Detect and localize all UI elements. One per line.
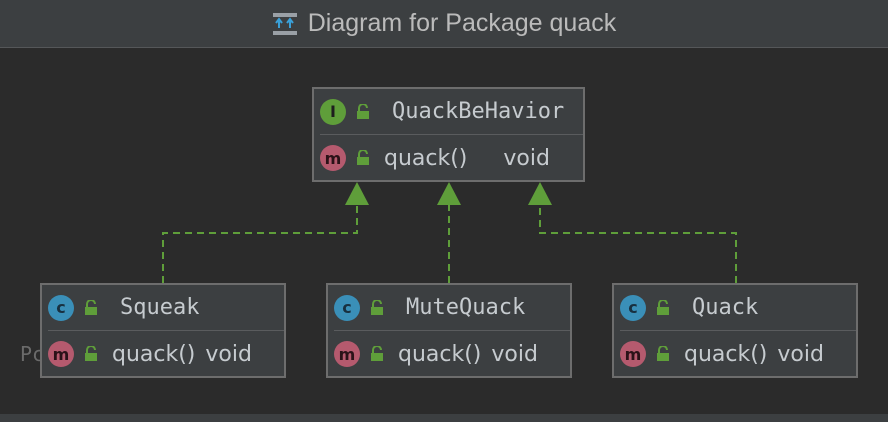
interface-method-row[interactable]: m quack() void — [320, 135, 583, 181]
method-icon: m — [334, 341, 360, 367]
lock-icon — [85, 299, 97, 315]
method-icon: m — [48, 341, 74, 367]
method-return-type: void — [777, 341, 824, 367]
lock-icon — [371, 346, 383, 361]
edge-squeak-to-interface — [162, 203, 358, 283]
class-header: c MuteQuack — [334, 285, 570, 331]
method-return-type: void — [205, 341, 252, 367]
class-node-mutequack[interactable]: c MuteQuack m quack() void — [326, 283, 572, 378]
class-name: MuteQuack — [406, 295, 526, 320]
class-method-row[interactable]: m quack() void — [48, 331, 284, 377]
arrowhead-squeak — [345, 182, 369, 205]
window-title: Diagram for Package quack — [307, 9, 617, 37]
diagram-icon — [272, 12, 297, 35]
method-name: quack() — [384, 145, 468, 171]
lock-icon — [657, 346, 669, 361]
class-name: Quack — [692, 295, 759, 320]
class-icon: c — [620, 294, 646, 321]
class-header: c Squeak — [48, 285, 284, 331]
bottom-bar — [0, 414, 888, 422]
class-header: c Quack — [620, 285, 856, 331]
class-node-quack[interactable]: c Quack m quack() void — [612, 283, 858, 378]
lock-icon — [371, 299, 383, 315]
arrowhead-mutequack — [437, 182, 461, 205]
lock-icon — [85, 346, 97, 361]
method-icon: m — [320, 145, 346, 171]
lock-icon — [357, 150, 369, 165]
lock-icon — [357, 103, 369, 119]
class-icon: c — [48, 294, 74, 321]
interface-header: I QuackBeHavior — [320, 89, 583, 135]
method-return-type: void — [503, 145, 550, 171]
edge-quack-to-interface — [539, 203, 737, 283]
method-name: quack() — [684, 341, 768, 367]
class-icon: c — [334, 294, 360, 321]
interface-node[interactable]: I QuackBeHavior m quack() void — [312, 87, 585, 182]
arrowhead-quack — [528, 182, 552, 205]
method-icon: m — [620, 341, 646, 367]
interface-name: QuackBeHavior — [392, 99, 565, 124]
class-node-squeak[interactable]: c Squeak m quack() void — [40, 283, 286, 378]
interface-icon: I — [320, 98, 346, 125]
method-return-type: void — [491, 341, 538, 367]
title-bar: Diagram for Package quack — [0, 0, 888, 48]
lock-icon — [657, 299, 669, 315]
class-method-row[interactable]: m quack() void — [620, 331, 856, 377]
class-method-row[interactable]: m quack() void — [334, 331, 570, 377]
class-name: Squeak — [120, 295, 200, 320]
method-name: quack() — [112, 341, 196, 367]
method-name: quack() — [398, 341, 482, 367]
